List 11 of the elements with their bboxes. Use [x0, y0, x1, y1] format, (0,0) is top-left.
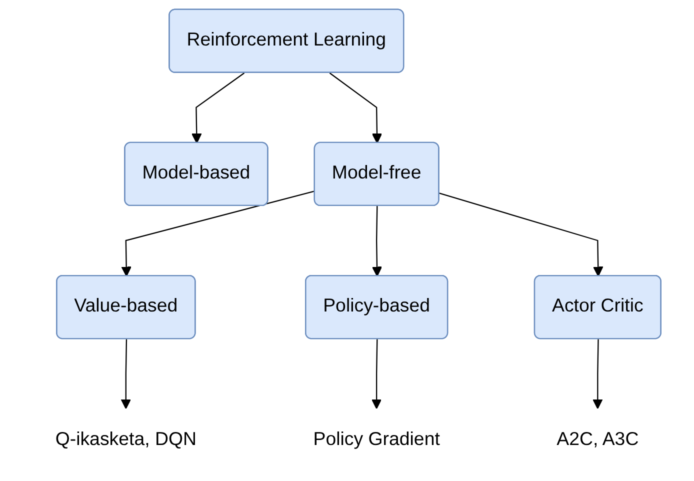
arrow [439, 192, 604, 277]
arrow [371, 339, 382, 410]
arrow [121, 190, 316, 277]
node-text: A2C, A3C [556, 430, 639, 450]
arrow [329, 72, 382, 144]
arrow [372, 206, 382, 277]
arrow [120, 339, 132, 410]
node-text: Policy Gradient [313, 430, 440, 450]
arrow [592, 339, 603, 410]
arrow [192, 72, 245, 144]
node-text: Q-ikasketa, DQN [55, 430, 196, 450]
